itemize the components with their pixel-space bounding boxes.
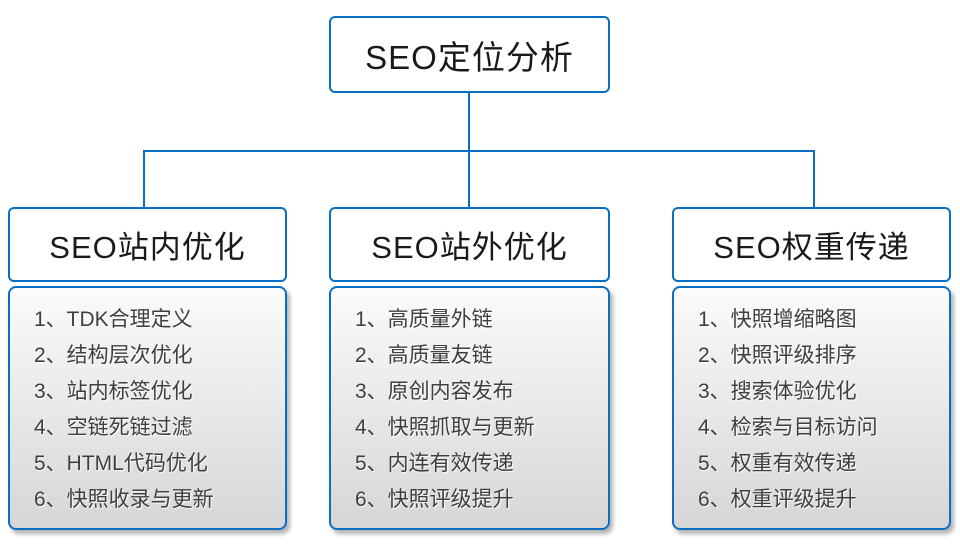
list-item: 4、检索与目标访问 [698, 416, 878, 439]
branch-node-offsite-optimization: SEO站外优化 [329, 207, 610, 282]
branch-list-onsite-optimization: 1、TDK合理定义 2、结构层次优化 3、站内标签优化 4、空链死链过滤 5、H… [8, 286, 287, 530]
item-list: 1、TDK合理定义 2、结构层次优化 3、站内标签优化 4、空链死链过滤 5、H… [34, 302, 275, 518]
list-item: 1、高质量外链 [355, 308, 493, 331]
list-item: 3、原创内容发布 [355, 380, 514, 403]
branch-node-label: SEO站外优化 [371, 230, 568, 265]
list-item: 5、内连有效传递 [355, 452, 514, 475]
list-item: 4、空链死链过滤 [34, 416, 193, 439]
list-item: 1、TDK合理定义 [34, 308, 193, 331]
list-item: 2、快照评级排序 [698, 344, 857, 367]
item-list: 1、高质量外链 2、高质量友链 3、原创内容发布 4、快照抓取与更新 5、内连有… [355, 302, 598, 518]
branch-node-weight-transfer: SEO权重传递 [672, 207, 951, 282]
root-node-seo-positioning: SEO定位分析 [329, 16, 610, 93]
item-list: 1、快照增缩略图 2、快照评级排序 3、搜索体验优化 4、检索与目标访问 5、权… [698, 302, 939, 518]
list-item: 2、结构层次优化 [34, 344, 193, 367]
list-item: 6、权重评级提升 [698, 488, 857, 511]
branch-node-onsite-optimization: SEO站内优化 [8, 207, 287, 282]
branch-list-offsite-optimization: 1、高质量外链 2、高质量友链 3、原创内容发布 4、快照抓取与更新 5、内连有… [329, 286, 610, 530]
connector-drop-left [143, 150, 145, 208]
list-item: 2、高质量友链 [355, 344, 493, 367]
branch-node-label: SEO权重传递 [713, 230, 910, 265]
list-item: 4、快照抓取与更新 [355, 416, 535, 439]
list-item: 3、站内标签优化 [34, 380, 193, 403]
connector-root-stem [468, 93, 470, 151]
list-item: 6、快照评级提升 [355, 488, 514, 511]
list-item: 1、快照增缩略图 [698, 308, 857, 331]
connector-drop-right [813, 150, 815, 208]
branch-list-weight-transfer: 1、快照增缩略图 2、快照评级排序 3、搜索体验优化 4、检索与目标访问 5、权… [672, 286, 951, 530]
list-item: 6、快照收录与更新 [34, 488, 214, 511]
list-item: 5、权重有效传递 [698, 452, 857, 475]
root-node-label: SEO定位分析 [365, 38, 574, 76]
list-item: 5、HTML代码优化 [34, 452, 208, 475]
branch-node-label: SEO站内优化 [49, 230, 246, 265]
connector-horizontal-bar [143, 150, 815, 152]
list-item: 3、搜索体验优化 [698, 380, 857, 403]
connector-drop-center [468, 150, 470, 208]
